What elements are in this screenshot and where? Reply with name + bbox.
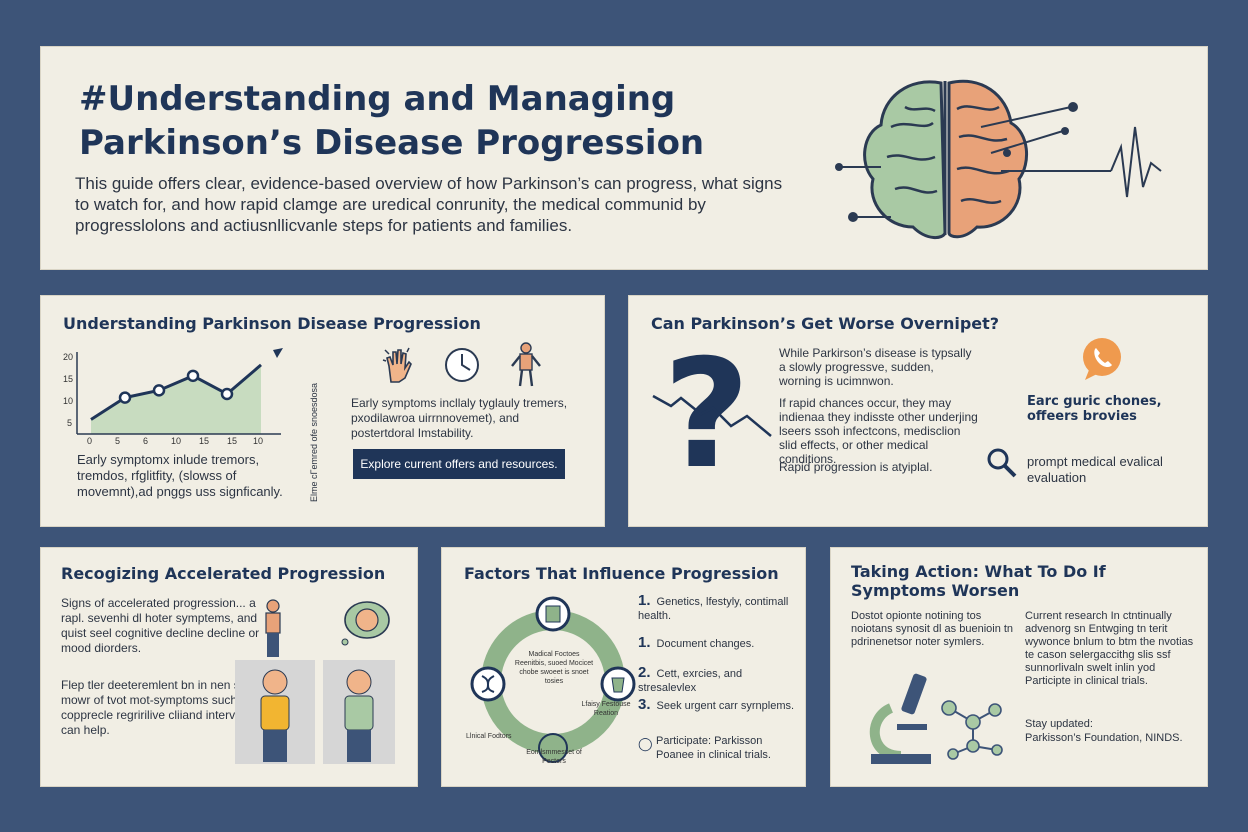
vertical-label-wrap: Elme cΓemred ofe snoesdosa	[301, 356, 319, 506]
chart-point	[220, 387, 234, 401]
factor-text: Seek urgent carr syrnplems.	[656, 700, 795, 712]
factor-item: 1. Document changes.	[638, 634, 798, 651]
chart-point	[152, 384, 166, 397]
chat-bubble-icon: ◯	[638, 736, 653, 751]
factor-num: 2.	[638, 664, 651, 681]
chart-point	[186, 369, 200, 383]
stay-updated-text: Parkisson’s Foundation, NINDS.	[1025, 732, 1183, 744]
factor-num: 3.	[638, 696, 651, 713]
x-tick: 6	[143, 436, 149, 446]
header-description: This guide offers clear, evidence-based …	[75, 174, 783, 235]
factors-title: Factors That Influence Progression	[464, 564, 779, 583]
person-green-image	[323, 660, 395, 764]
molecule-icon	[941, 700, 1003, 760]
factor-item-participate: Participate: Parkisson Poanee in clinica…	[656, 735, 771, 761]
factor-num: 1.	[638, 592, 651, 609]
action-left-text: Dostot opionte notining tos noiotans syn…	[851, 610, 1014, 648]
x-tick: 10	[171, 436, 182, 446]
chart-line	[90, 363, 262, 421]
worse-para3: Rapid progression is atyiplal.	[779, 460, 933, 474]
search-text: prompt medical evalical evaluation	[1027, 454, 1163, 485]
factor-text: Document changes.	[656, 638, 755, 650]
header-panel: #Understanding and Managing Parkinson’s …	[40, 46, 1208, 270]
phone-text: Earc guric chones, offeers brovies	[1027, 394, 1162, 424]
factor-text: Cett, exrcies, and stresalevlex	[638, 668, 743, 694]
accelerated-panel: Recogizing Accelerated Progression Signs…	[40, 547, 418, 787]
accelerated-title: Recogizing Accelerated Progression	[61, 564, 386, 583]
confused-face-bubble-icon	[341, 601, 390, 646]
x-tick: 0	[87, 436, 93, 446]
stay-updated-label: Stay updated:	[1025, 718, 1093, 730]
worse-title: Can Parkinson’s Get Worse Overnipet?	[651, 314, 1000, 333]
ring-lifestyle-label: Lfaisy Festouse Reation	[581, 701, 631, 717]
y-tick: 5	[67, 418, 73, 428]
brain-icon	[835, 79, 1162, 239]
factor-item: 3. Seek urgent carr syrnplems.	[638, 696, 798, 713]
question-mark-icon: ?	[663, 328, 751, 502]
ring-environmental-label: Eomlsmmesset of Pectors	[526, 749, 582, 765]
page-title: #Understanding and Managing Parkinson’s …	[79, 79, 705, 163]
chart-area	[91, 364, 261, 434]
person-yellow-image	[235, 660, 315, 764]
action-panel: Taking Action: What To Do If Symptoms Wo…	[830, 547, 1208, 787]
ring-clinical-label: Llnical Fodtors	[466, 733, 512, 740]
phone-bubble-icon	[1083, 338, 1121, 380]
worse-para1: While Parkirson’s disease is typsally a …	[779, 346, 972, 388]
progression-chart	[76, 348, 283, 435]
factor-item: 2.Cett, exrcies, and stresalevlex	[638, 664, 798, 695]
y-tick: 15	[63, 374, 74, 384]
person-small-icon	[265, 599, 281, 657]
action-right-text: Current research In ctntinually advenorg…	[1025, 610, 1194, 687]
accelerated-text2: Flep tler deeteremlent bn in nen ssrirt …	[61, 678, 260, 737]
early-symptoms-text: Early symptomx inlude tremors, tremdos, …	[77, 452, 283, 499]
factors-ring	[470, 596, 636, 763]
chart-point	[118, 391, 132, 404]
microscope-icon	[869, 673, 931, 764]
hand-tremor-icon	[382, 347, 412, 383]
accelerated-text1: Signs of accelerated progression... a ra…	[61, 596, 260, 655]
x-tick: 15	[227, 436, 238, 446]
factor-text: Genetics, lfestyly, contimall health.	[638, 596, 789, 622]
progression-title: Understanding Parkinson Disease Progress…	[63, 314, 481, 333]
ring-medical-label: Madical Foctoes Reenitbis, suoed Mocicet…	[514, 651, 594, 685]
search-icon	[987, 448, 1017, 478]
worse-panel: Can Parkinson’s Get Worse Overnipet? ? W…	[628, 295, 1208, 527]
worse-para2: If rapid chances occur, they may indiena…	[779, 396, 978, 466]
x-tick: 10	[253, 436, 264, 446]
progression-panel: Understanding Parkinson Disease Progress…	[40, 295, 605, 527]
y-tick: 20	[63, 352, 74, 362]
crack-icon	[652, 394, 772, 437]
y-tick: 10	[63, 396, 74, 406]
symptoms-text: Early symptoms incllaly tyglauly tremers…	[351, 396, 568, 440]
x-tick: 15	[199, 436, 210, 446]
factor-item: 1.Genetics, lfestyly, contimall health.	[638, 592, 798, 623]
action-title: Taking Action: What To Do If Symptoms Wo…	[851, 562, 1106, 600]
clock-icon	[445, 348, 479, 382]
person-rigid-icon	[511, 342, 541, 387]
factors-panel: Factors That Influence Progression Madic…	[441, 547, 806, 787]
vertical-label: Elme cΓemred ofe snoesdosa	[309, 382, 319, 502]
explore-offers-button[interactable]: Explore current offers and resources.	[353, 449, 565, 479]
factor-num: 1.	[638, 634, 651, 651]
x-tick: 5	[115, 436, 121, 446]
